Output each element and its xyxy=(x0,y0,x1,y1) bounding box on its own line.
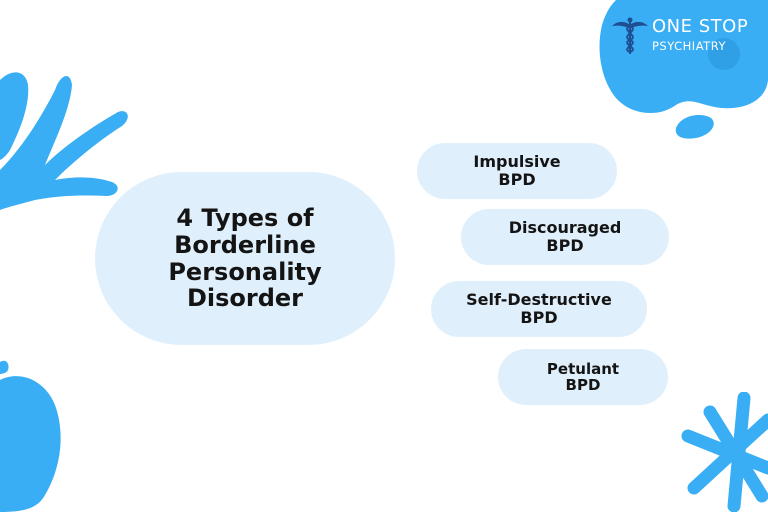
caduceus-icon xyxy=(612,17,648,54)
type-name: Impulsive xyxy=(473,152,561,172)
title-line: Personality xyxy=(168,257,322,286)
blob-decoration-top-right xyxy=(599,0,768,139)
type-suffix: BPD xyxy=(565,376,601,394)
asterisk-decoration xyxy=(681,392,768,512)
logo-subtitle: PSYCHIATRY xyxy=(652,39,726,53)
type-pill-discouraged: Discouraged BPD xyxy=(461,209,669,265)
type-name: Discouraged xyxy=(508,218,622,238)
type-pill-impulsive: Impulsive BPD xyxy=(417,143,617,199)
type-suffix: BPD xyxy=(520,308,558,327)
type-suffix: BPD xyxy=(498,170,536,189)
title-line: Borderline xyxy=(174,230,316,259)
type-suffix: BPD xyxy=(546,236,584,255)
logo-title: ONE STOP xyxy=(652,16,749,37)
type-pill-petulant: Petulant BPD xyxy=(498,349,668,405)
title-line: Disorder xyxy=(186,284,304,313)
title-pill: 4 Types of Borderline Personality Disord… xyxy=(95,172,395,345)
brand-logo: ONE STOP PSYCHIATRY xyxy=(612,16,768,58)
type-pill-self-destructive: Self-Destructive BPD xyxy=(431,281,647,337)
type-name: Petulant xyxy=(546,359,620,378)
leaf-decoration xyxy=(0,72,128,210)
blob-decoration-bottom-left xyxy=(0,360,61,512)
title-line: 4 Types of xyxy=(176,203,314,232)
type-name: Self-Destructive xyxy=(466,290,612,310)
